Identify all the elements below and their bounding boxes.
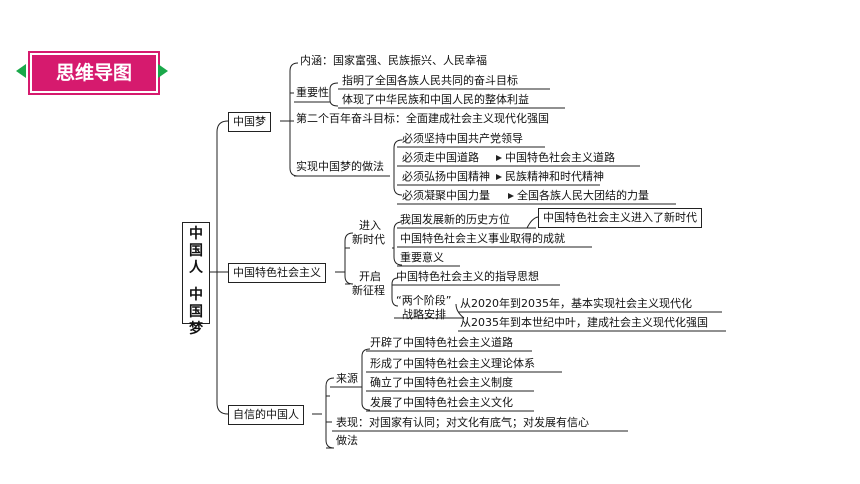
badge-right-triangle-icon [158,64,168,78]
new-era-box: 中国特色社会主义进入了新时代 [538,208,702,228]
zuofa-label: 做法 [336,434,358,447]
biaoxian: 表现：对国家有认同；对文化有底气；对发展有信心 [336,416,589,429]
root-line-2: 中国梦 [189,287,203,337]
branch-zixin: 自信的中国人 [228,405,304,425]
shixian-item-1: 必须坚持中国共产党领导 [402,132,523,145]
root-node: 中国人 中国梦 [182,222,210,337]
liangge-jieduan-2: 战略安排 [402,308,446,321]
laiyuan-item-3: 确立了中国特色社会主义制度 [370,376,513,389]
stage-2: 从2035年到本世纪中叶，建成社会主义现代化强国 [460,316,708,329]
root-line-1: 中国人 [189,226,203,276]
jinru-item-1: 我国发展新的历史方位 [400,213,510,226]
zhongyaoxing-label: 重要性 [296,86,329,99]
laiyuan-item-1: 开辟了中国特色社会主义道路 [370,336,513,349]
shixian-item-2-result: 中国特色社会主义道路 [505,151,615,164]
kaiqi-label-1: 开启 [359,270,381,283]
zhongguomeng-neihan: 内涵：国家富强、民族振兴、人民幸福 [300,54,487,67]
shixian-item-3-result: 民族精神和时代精神 [505,170,604,183]
jinru-item-3: 重要意义 [400,251,444,264]
kaiqi-label-2: 新征程 [352,284,385,297]
stage-1: 从2020年到2035年，基本实现社会主义现代化 [460,297,692,310]
mindmap-title-badge: 思维导图 [30,53,158,93]
shixian-label: 实现中国梦的做法 [296,160,384,173]
laiyuan-item-4: 发展了中国特色社会主义文化 [370,396,513,409]
laiyuan-item-2: 形成了中国特色社会主义理论体系 [370,357,535,370]
jinru-item-2: 中国特色社会主义事业取得的成就 [400,232,565,245]
second-centenary-goal: 第二个百年奋斗目标：全面建成社会主义现代化强国 [296,112,549,125]
shixian-item-4-result: 全国各族人民大团结的力量 [517,189,649,202]
badge-left-triangle-icon [16,64,26,78]
branch-zhongguo-tese: 中国特色社会主义 [228,263,326,283]
zhongyao-item-2: 体现了中华民族和中国人民的整体利益 [342,93,529,106]
branch-zhongguomeng: 中国梦 [228,112,271,132]
jinru-label-1: 进入 [359,219,381,232]
shixian-item-4: 必须凝聚中国力量 [402,189,490,202]
shixian-item-3: 必须弘扬中国精神 [402,170,490,183]
zhidao-sixiang: 中国特色社会主义的指导思想 [396,270,539,283]
laiyuan-label: 来源 [336,372,358,385]
liangge-jieduan-1: “两个阶段” [396,294,452,307]
jinru-label-2: 新时代 [352,233,385,246]
shixian-item-2: 必须走中国道路 [402,151,479,164]
zhongyao-item-1: 指明了全国各族人民共同的奋斗目标 [342,74,518,87]
